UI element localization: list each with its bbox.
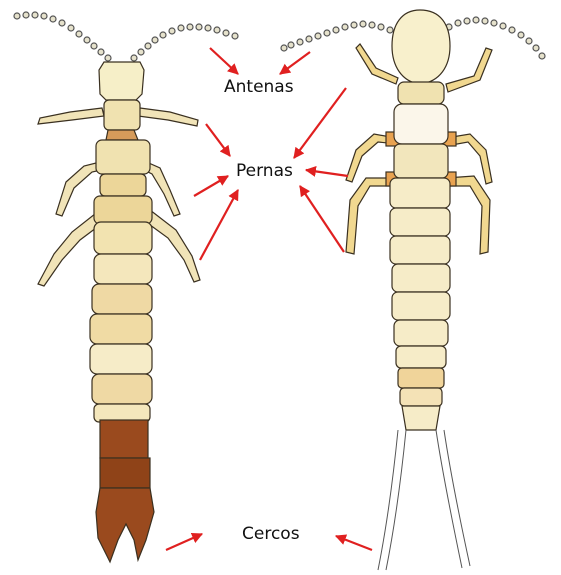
arrow-leg-l1 <box>206 124 230 156</box>
japygid-antenna-left <box>14 12 111 61</box>
label-legs: Pernas <box>236 161 293 181</box>
japygid-head <box>99 62 144 100</box>
campodeid-head <box>392 10 450 84</box>
arrow-antenna-left <box>210 48 238 74</box>
campodeid-antenna-left <box>281 21 401 51</box>
arrow-leg-l3 <box>200 190 238 260</box>
arrow-leg-l2 <box>194 176 228 196</box>
arrow-leg-r3 <box>300 186 344 252</box>
label-cerci: Cercos <box>242 524 300 544</box>
arrow-cerci-right <box>336 536 372 550</box>
japygid-abdomen <box>90 222 152 488</box>
campodeid-abdomen <box>390 178 450 430</box>
arrow-antenna-right <box>280 52 310 74</box>
campodeid-cerci <box>378 430 470 570</box>
japygid-cerci-forceps <box>96 488 154 562</box>
japygid-antenna-right <box>131 24 238 61</box>
label-antennae: Antenas <box>224 77 294 97</box>
campodeid-specimen <box>281 10 545 570</box>
arrow-cerci-left <box>166 534 202 550</box>
arrow-leg-r2 <box>306 170 348 176</box>
arrow-leg-r1 <box>294 88 346 158</box>
japygid-specimen <box>14 12 238 562</box>
